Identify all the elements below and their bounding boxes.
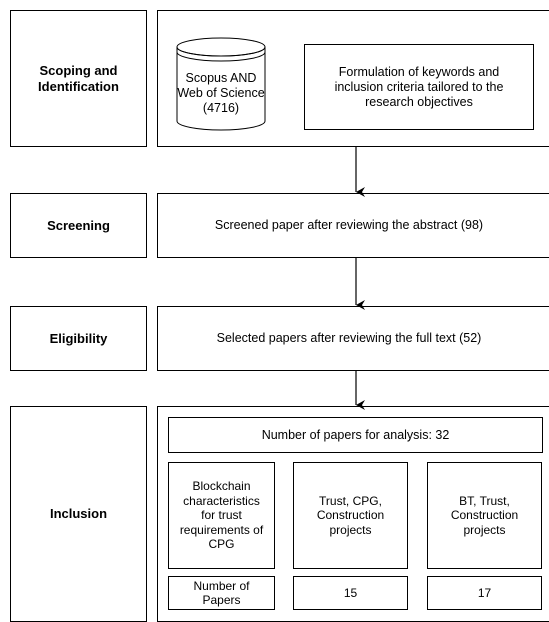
total-papers-text: Number of papers for analysis: 32 — [261, 427, 450, 442]
stage-eligibility-label: Eligibility — [49, 330, 108, 346]
total-papers-box: Number of papers for analysis: 32 — [168, 417, 543, 453]
category-box-blockchain: Blockchain characteristics for trust req… — [168, 462, 275, 569]
database-icon — [176, 37, 266, 131]
stage-eligibility: Eligibility — [10, 306, 147, 371]
eligibility-text: Selected papers after reviewing the full… — [216, 331, 482, 345]
screening-text: Screened paper after reviewing the abstr… — [214, 218, 484, 232]
eligibility-panel: Selected papers after reviewing the full… — [157, 306, 549, 371]
keywords-text: Formulation of keywords and inclusion cr… — [334, 64, 504, 109]
category-box-bt-trust: BT, Trust, Construction projects — [427, 462, 542, 569]
stage-inclusion-label: Inclusion — [49, 506, 108, 521]
stage-scoping-label: Scoping and Identification — [38, 62, 119, 94]
counts-label-box: Number of Papers — [168, 576, 275, 610]
screening-panel: Screened paper after reviewing the abstr… — [157, 193, 549, 258]
stage-inclusion: Inclusion — [10, 406, 147, 622]
stage-screening-label: Screening — [47, 217, 110, 233]
category-box-trust-cpg: Trust, CPG, Construction projects — [293, 462, 408, 569]
count-box-trust-cpg: 15 — [293, 576, 408, 610]
database-text: Scopus AND Web of Science (4716) — [177, 70, 265, 115]
stage-scoping: Scoping and Identification — [10, 10, 147, 147]
keywords-box: Formulation of keywords and inclusion cr… — [304, 44, 534, 130]
count-box-bt-trust: 17 — [427, 576, 542, 610]
stage-screening: Screening — [10, 193, 147, 258]
